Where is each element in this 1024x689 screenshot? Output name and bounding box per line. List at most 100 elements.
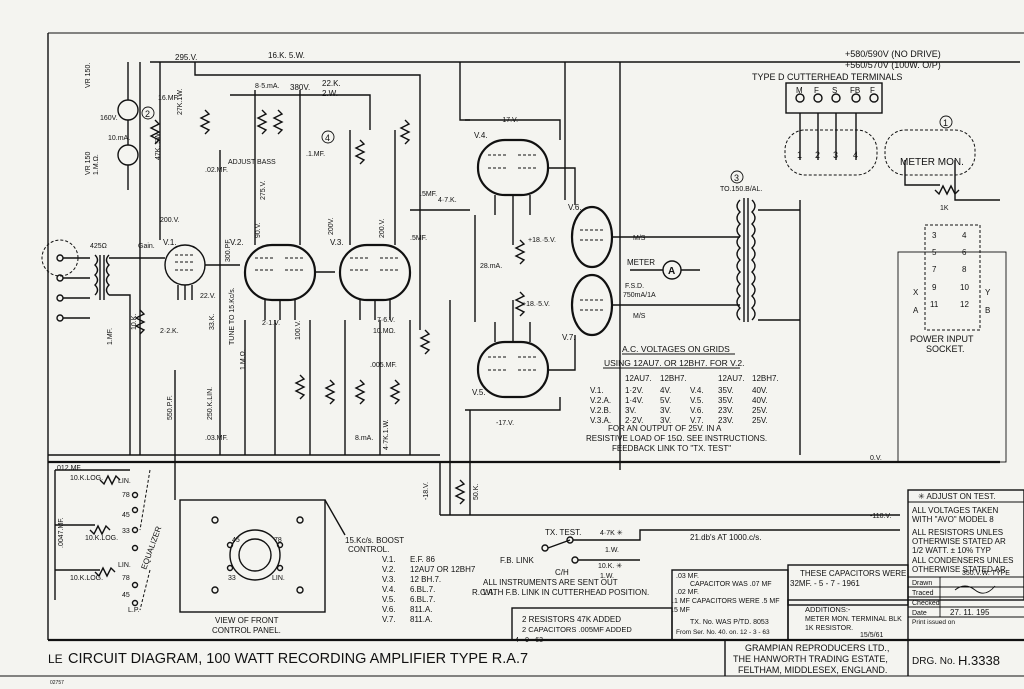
ac-table-cell: 3V. — [625, 406, 636, 415]
checked-label: Checked — [912, 600, 940, 607]
socket-pin-3: 3 — [932, 231, 937, 240]
ac-table-cell: 35V. — [718, 396, 734, 405]
supply-note-1: +580/590V (NO DRIVE) — [845, 49, 941, 59]
valve-list-id: V.6. — [382, 605, 396, 614]
v4-v5-heaters — [465, 119, 561, 411]
label-22k-2: 2·2.K. — [160, 328, 179, 335]
label-22k: 22.K. — [322, 79, 341, 88]
ac-table-cell: V.7. — [690, 416, 704, 425]
supply-note-2: +560/570V (100W. O/P) — [845, 60, 941, 70]
resistors-added-note-2: 2 CAPACITORS .005MF ADDED — [522, 625, 632, 634]
cutter-term-4: FB — [850, 86, 860, 95]
title-prefix: LE — [48, 652, 63, 666]
ac-table-cell: 2·2V. — [625, 416, 643, 425]
label-012mf: .012.MF. — [55, 465, 82, 472]
label-gain: Gain. — [138, 243, 155, 250]
signature-drawn — [954, 585, 996, 594]
ac-table-cell: 25V. — [752, 406, 768, 415]
corner-code: 02757 — [50, 680, 64, 686]
ac-table: 12AU7.12BH7.12AU7.12BH7.V.1.1·2V.4V.V.4.… — [590, 374, 779, 425]
valve-list-id: V.3. — [382, 575, 396, 584]
label-02mf: .02.MF. — [205, 167, 228, 174]
label-lin-2: LIN. — [118, 562, 131, 569]
feedback-link — [541, 529, 900, 564]
ac-table-cell: V.6. — [690, 406, 704, 415]
caps-changed-note-1: THESE CAPACITORS WERE — [800, 569, 906, 578]
additions-note-3: 1K RESISTOR. — [805, 625, 853, 632]
ac-table-head-cell: 12BH7. — [752, 374, 779, 383]
resistors-added-note-1: 2 RESISTORS 47K ADDED — [522, 615, 621, 624]
ac-table-head-cell: 12BH7. — [660, 374, 687, 383]
resistors — [134, 109, 960, 505]
label-0v: 0.V. — [870, 455, 882, 462]
socket-letter-a: A — [913, 306, 919, 315]
resistors-note-3: 1/2 WATT. ± 10% TYP — [912, 546, 991, 555]
cutter-num-4: 4 — [853, 150, 858, 160]
socket-letter-b: B — [985, 306, 990, 315]
circled-ref-1: 1 — [939, 115, 953, 129]
valve-v3 — [338, 243, 412, 320]
circled-ref-3: 3 — [730, 170, 744, 184]
svg-text:4: 4 — [325, 133, 330, 143]
valve-list-type: 811.A. — [410, 605, 433, 614]
label-0047mf: .0047.MF. — [58, 517, 65, 548]
resistors-note-2: OTHERWISE STATED AR — [912, 537, 1006, 546]
label-45-1: 45 — [122, 512, 130, 519]
label-200v-3: 200.V. — [379, 218, 386, 238]
output-note-2: RESISTIVE LOAD OF 15Ω. SEE INSTRUCTIONS. — [586, 434, 767, 443]
valve-list-type: 6.BL.7. — [410, 585, 435, 594]
label-1w-2: 1.W. — [600, 573, 614, 580]
company-line-3: FELTHAM, MIDDLESEX, ENGLAND. — [738, 665, 887, 675]
label-380v: 380V. — [290, 83, 310, 92]
circled-ref-2: 2 — [141, 106, 155, 120]
label-to150: TO.150.B/AL. — [720, 186, 762, 193]
cap-note-7: From Ser. No. 40. on. 12 - 3 - 63 — [676, 629, 770, 636]
ac-table-title: A.C. VOLTAGES ON GRIDS — [622, 344, 730, 354]
label-vr150b: VR 150 — [85, 152, 92, 175]
equalizer-label: EQUALIZER — [139, 525, 163, 571]
company-line-2: THE HANWORTH TRADING ESTATE, — [733, 654, 888, 664]
label-10klog-2: 10.K.LOG. — [85, 535, 118, 542]
valve-list-id: V.2. — [382, 565, 396, 574]
ac-table-cell: 23V. — [718, 406, 734, 415]
circled-ref-4: 4 — [321, 130, 335, 144]
instruments-note-1: ALL INSTRUMENTS ARE SENT OUT — [483, 578, 618, 587]
output-transformer — [612, 198, 801, 455]
company-line-1: GRAMPIAN REPRODUCERS LTD., — [745, 643, 889, 653]
ac-table-cell: 25V. — [752, 416, 768, 425]
label-v1: V.1. — [163, 238, 177, 247]
ac-table-cell: V.2.A. — [590, 396, 611, 405]
valve-v1 — [164, 244, 206, 300]
valve-v4 — [476, 138, 550, 215]
socket-pin-9: 9 — [932, 283, 937, 292]
input-connector — [41, 239, 90, 322]
ac-table-cell: 1·2V. — [625, 386, 643, 395]
boost-label-2: CONTROL. — [348, 545, 389, 554]
ac-table-cell: 40V. — [752, 396, 768, 405]
label-minus18v: -18.V. — [423, 482, 430, 500]
label-45-2: 45 — [122, 592, 130, 599]
socket-pin-4: 4 — [962, 231, 967, 240]
cutterhead-switch — [784, 113, 878, 176]
label-adjust-bass: ADJUST BASS — [228, 159, 276, 166]
valve-v2 — [243, 243, 317, 320]
label-33-1: 33 — [122, 528, 130, 535]
label-2w: 2.W. — [322, 89, 338, 98]
ht-feed-v4 — [459, 62, 470, 121]
socket-pin-6: 6 — [962, 248, 967, 257]
valve-list-type: 12 BH.7. — [410, 575, 441, 584]
ac-table-cell: V.1. — [590, 386, 604, 395]
valve-list-id: V.4. — [382, 585, 396, 594]
label-minus110v: -110.V. — [870, 513, 891, 520]
label-1mf: .1.MF. — [306, 151, 325, 158]
label-lin-1: LIN. — [118, 478, 131, 485]
cap-note-6: TX. No. WAS P/TD. 8053 — [690, 619, 769, 626]
ac-table-cell: 3V. — [660, 416, 671, 425]
label-minus17v-2: -17.V. — [496, 420, 514, 427]
label-76v: 7·6.V. — [377, 317, 395, 324]
ac-table-cell: V.3.A. — [590, 416, 611, 425]
ht-rail-2 — [194, 62, 421, 95]
label-100v: 100.V. — [295, 320, 302, 340]
label-v5: V.5. — [472, 388, 486, 397]
valve-v5 — [476, 322, 550, 399]
